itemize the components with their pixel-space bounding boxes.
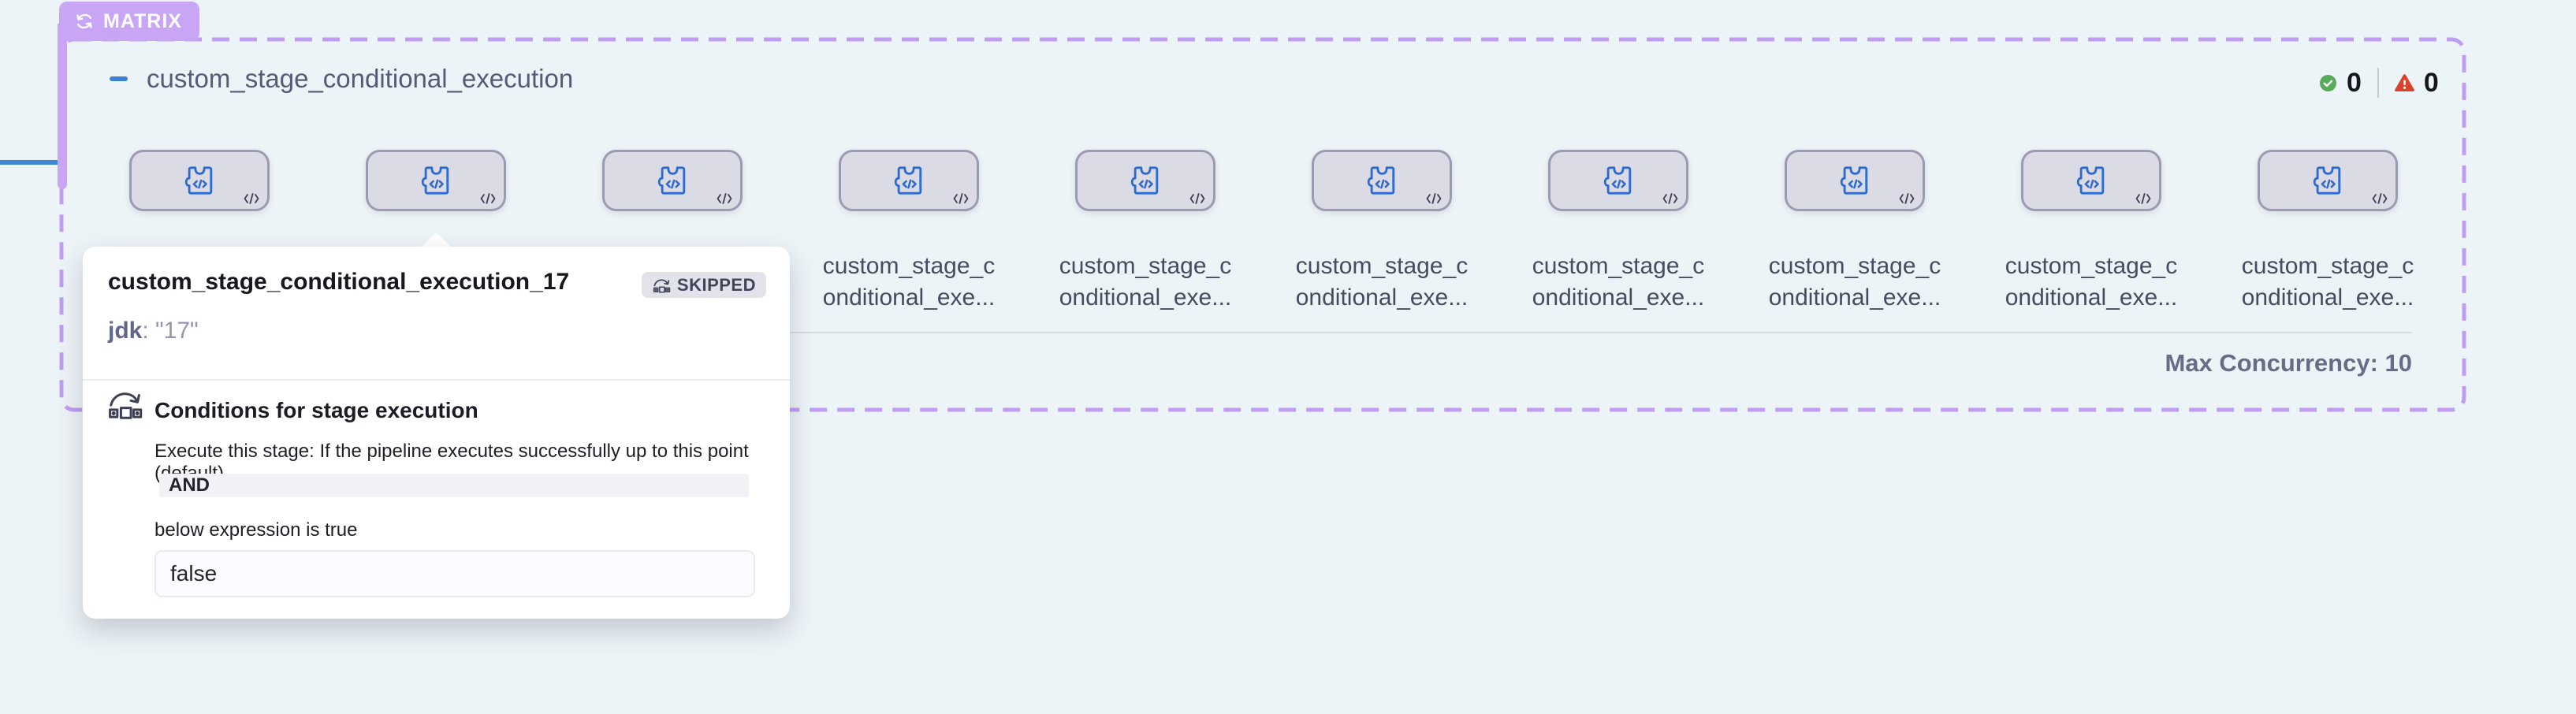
stage-label: custom_stage_c onditional_exe... xyxy=(1295,253,1469,311)
matrix-stage: custom_stage_c onditional_exe... xyxy=(2242,150,2414,311)
matrix-stage: custom_stage_c onditional_exe... xyxy=(1532,150,1704,311)
code-icon xyxy=(1189,193,1205,204)
stage-label: custom_stage_c onditional_exe... xyxy=(822,253,996,311)
status-divider xyxy=(2377,68,2379,98)
stage-card[interactable] xyxy=(366,150,506,211)
matrix-stage: custom_stage_c onditional_exe... xyxy=(1296,150,1468,311)
matrix-stage: custom_stage_c onditional_exe... xyxy=(2005,150,2177,311)
success-count: 0 xyxy=(2347,67,2362,98)
stage-label: custom_stage_c onditional_exe... xyxy=(2005,253,2178,311)
matrix-variable: jdk: "17" xyxy=(108,318,199,344)
failed-count: 0 xyxy=(2423,67,2439,98)
stage-card[interactable] xyxy=(2021,150,2161,211)
code-icon xyxy=(717,193,732,204)
custom-stage-icon xyxy=(894,166,922,195)
custom-stage-icon xyxy=(2313,166,2341,195)
custom-stage-icon xyxy=(1130,166,1159,195)
max-concurrency-label: Max Concurrency: 10 xyxy=(2165,349,2412,377)
matrix-stage: custom_stage_c onditional_exe... xyxy=(823,150,995,311)
operator-bar: AND xyxy=(159,474,749,497)
stage-card[interactable] xyxy=(2258,150,2398,211)
matrix-stage: custom_stage_c onditional_exe... xyxy=(1059,150,1231,311)
stage-label: custom_stage_c onditional_exe... xyxy=(1532,253,1705,311)
incoming-edge-line xyxy=(0,160,62,165)
custom-stage-icon xyxy=(184,166,213,195)
matrix-badge[interactable]: MATRIX xyxy=(59,2,199,41)
code-icon xyxy=(953,193,969,204)
stage-card[interactable] xyxy=(839,150,979,211)
matrix-stage xyxy=(602,150,743,211)
expression-value-box: false xyxy=(154,550,755,597)
popover-stage-title: custom_stage_conditional_execution_17 xyxy=(108,269,570,295)
stage-card[interactable] xyxy=(1548,150,1688,211)
skipped-status-badge: SKIPPED xyxy=(641,272,766,298)
collapse-minus-icon[interactable] xyxy=(110,76,128,81)
stage-card[interactable] xyxy=(602,150,743,211)
code-icon xyxy=(244,193,259,204)
matrix-group-title: custom_stage_conditional_execution xyxy=(147,64,574,93)
skip-icon xyxy=(653,278,671,293)
custom-stage-icon xyxy=(2076,166,2105,195)
grid-divider xyxy=(87,332,2412,333)
stage-label: custom_stage_c onditional_exe... xyxy=(1768,253,1941,311)
matrix-stage xyxy=(366,150,506,211)
operator-suffix-text: below expression is true xyxy=(154,519,358,541)
custom-stage-icon xyxy=(1840,166,1868,195)
stage-label: custom_stage_c onditional_exe... xyxy=(1059,253,1232,311)
status-cluster: 0 0 xyxy=(2319,66,2439,99)
custom-stage-icon xyxy=(657,166,686,195)
stage-label: custom_stage_c onditional_exe... xyxy=(2241,253,2414,311)
stage-card[interactable] xyxy=(1312,150,1452,211)
skipped-status-label: SKIPPED xyxy=(676,274,756,295)
success-check-icon xyxy=(2319,74,2337,91)
custom-stage-icon xyxy=(421,166,449,195)
code-icon xyxy=(1899,193,1915,204)
variable-value: : "17" xyxy=(142,318,199,344)
stage-details-popover: custom_stage_conditional_execution_17 SK… xyxy=(83,247,790,619)
stage-card[interactable] xyxy=(1785,150,1925,211)
popover-divider xyxy=(83,379,790,381)
code-icon xyxy=(480,193,496,204)
failed-warning-icon xyxy=(2395,73,2414,91)
matrix-stage: custom_stage_c onditional_exe... xyxy=(1769,150,1941,311)
conditional-execution-icon xyxy=(109,392,143,419)
custom-stage-icon xyxy=(1603,166,1632,195)
stage-card[interactable] xyxy=(129,150,270,211)
matrix-stage xyxy=(129,150,270,211)
code-icon xyxy=(2372,193,2388,204)
matrix-badge-tail xyxy=(58,24,67,189)
stage-card[interactable] xyxy=(1075,150,1215,211)
loop-icon xyxy=(76,13,92,29)
custom-stage-icon xyxy=(1367,166,1395,195)
variable-name: jdk xyxy=(108,318,143,344)
conditions-heading: Conditions for stage execution xyxy=(154,398,478,422)
code-icon xyxy=(1662,193,1678,204)
matrix-badge-label: MATRIX xyxy=(103,9,182,32)
code-icon xyxy=(2135,193,2151,204)
code-icon xyxy=(1426,193,1442,204)
